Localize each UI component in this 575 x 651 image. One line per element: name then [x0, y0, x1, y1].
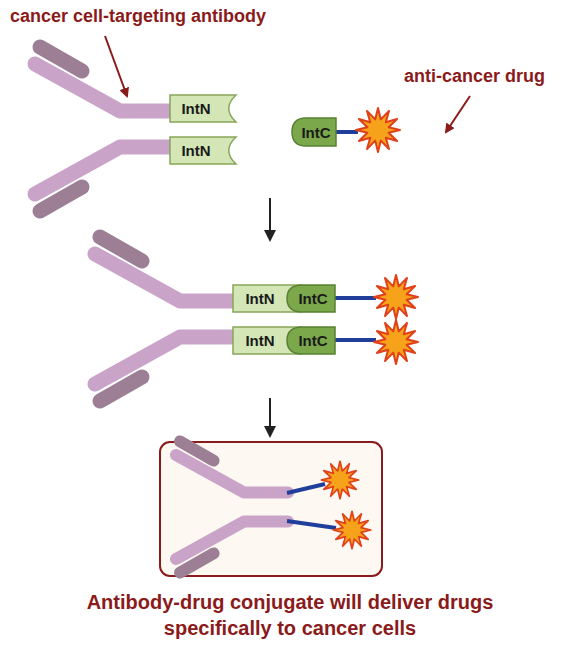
drug-star — [333, 511, 370, 548]
node-label: IntC — [301, 124, 330, 141]
intein-c-shape: IntC — [287, 327, 335, 354]
intein-n-box: IntN — [170, 137, 236, 164]
antibody — [176, 441, 288, 572]
node-label: IntN — [181, 142, 210, 159]
drug-star — [356, 108, 400, 152]
step-arrow — [269, 398, 271, 436]
step-arrow — [269, 198, 271, 240]
intein-n-box: IntN — [170, 95, 236, 122]
leader-arrow — [105, 36, 127, 96]
node-label: IntC — [298, 290, 327, 307]
linker — [287, 484, 325, 493]
node-label: IntN — [181, 100, 210, 117]
drug-star — [374, 320, 418, 364]
node-label: IntN — [245, 332, 274, 349]
intein-c-shape: IntC — [287, 285, 335, 312]
caption: Antibody-drug conjugate will deliver dru… — [60, 589, 520, 641]
leader-arrow — [446, 96, 470, 132]
node-label: IntN — [245, 290, 274, 307]
linker — [287, 521, 336, 528]
antibody — [95, 237, 235, 401]
drug-star — [321, 461, 358, 498]
node-label: IntC — [298, 332, 327, 349]
linker — [333, 338, 376, 342]
linker — [333, 296, 376, 300]
callout-label: cancer cell-targeting antibody — [10, 6, 266, 27]
result-frame — [160, 442, 382, 576]
antibody — [35, 47, 175, 211]
drug-star — [374, 275, 418, 319]
intein-c-shape: IntC — [292, 118, 336, 146]
callout-label: anti-cancer drug — [404, 66, 545, 87]
